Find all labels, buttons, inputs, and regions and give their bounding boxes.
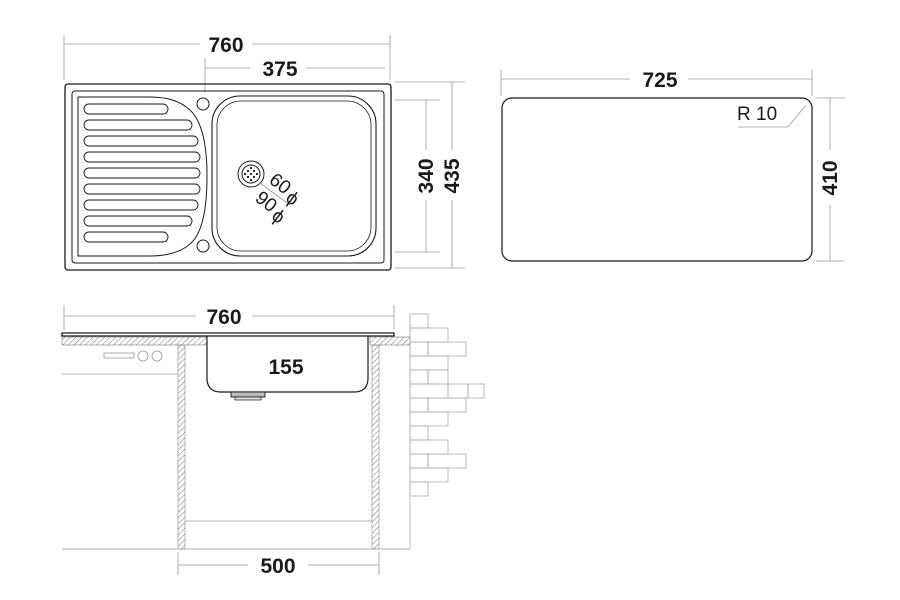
sink-inner-rim [71, 90, 385, 264]
cutout-outline [501, 97, 813, 262]
bowl-profile [206, 336, 369, 393]
top-view: 760 375 [63, 34, 465, 271]
cutout-width-label: 725 [642, 69, 677, 92]
bowl-inner-line [216, 100, 372, 252]
drain-strainer-icon [237, 160, 265, 188]
bowl-width-label: 375 [262, 58, 297, 81]
countertop-left [61, 336, 208, 346]
countertop-right [369, 336, 411, 346]
drawer-handle-icon [103, 350, 163, 362]
bowl-depth-label: 340 [415, 158, 438, 193]
sink-outer-outline [64, 83, 392, 271]
cabinet-wall-right [371, 344, 380, 550]
side-view: 760 155 [61, 305, 485, 578]
cabinet-wall-left [177, 344, 186, 550]
brick-wall [409, 313, 485, 549]
tap-hole-top [196, 97, 210, 111]
cutout-view: 725 R 10 410 [500, 69, 845, 262]
cabinet-width-label: 500 [260, 555, 295, 578]
corner-radius-label: R 10 [737, 104, 777, 125]
drain-outlet [230, 391, 266, 398]
overall-depth-label: 435 [441, 158, 464, 193]
cutout-depth-label: 410 [819, 160, 842, 195]
drainboard-ribs [83, 103, 201, 243]
drainboard-outline [77, 96, 208, 257]
bowl-height-label: 155 [268, 356, 303, 379]
side-overall-width-label: 760 [206, 306, 241, 329]
bowl-outline [211, 95, 377, 257]
sink-top-plate [61, 332, 395, 337]
tap-hole-bottom [196, 239, 210, 253]
overall-width-label: 760 [208, 34, 243, 57]
